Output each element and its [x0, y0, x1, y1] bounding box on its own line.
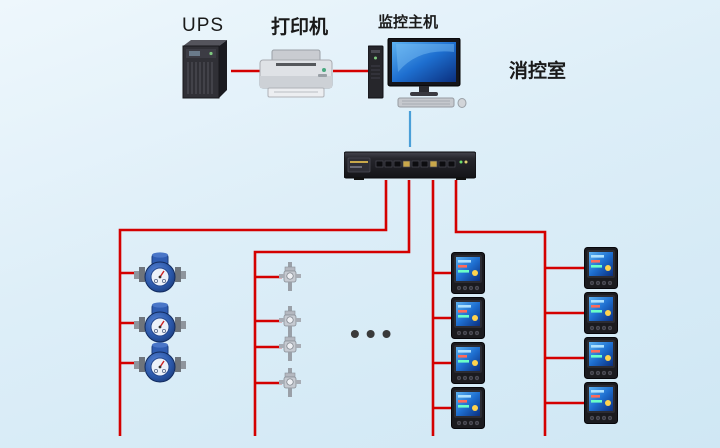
wire-branch-watermeters [118, 180, 388, 436]
label-ups: UPS [182, 15, 225, 36]
printer-icon [258, 48, 334, 102]
power-meter-icon [451, 297, 485, 339]
ups-tower-icon [177, 40, 233, 100]
wire-branch-valves [253, 180, 411, 436]
power-meter-icon [584, 382, 618, 424]
water-meter-icon [134, 301, 186, 345]
monitor-host-computer-icon [368, 38, 468, 108]
power-meter-icon [451, 252, 485, 294]
water-meter-icon [134, 341, 186, 385]
valve-sensor-icon [278, 332, 302, 362]
ellipsis-more-devices: ••• [350, 318, 398, 349]
water-meter-icon [134, 251, 186, 295]
valve-sensor-icon [278, 262, 302, 292]
label-monitor-host: 监控主机 [378, 14, 439, 31]
label-control-room: 消控室 [509, 61, 567, 82]
valve-sensor-icon [278, 368, 302, 398]
data-collector-icon [344, 150, 476, 180]
wire-branch-meters2 [454, 180, 547, 436]
power-meter-icon [451, 387, 485, 429]
power-meter-icon [584, 292, 618, 334]
power-meter-icon [584, 247, 618, 289]
power-meter-icon [451, 342, 485, 384]
power-meter-icon [584, 337, 618, 379]
label-printer: 打印机 [271, 17, 329, 38]
